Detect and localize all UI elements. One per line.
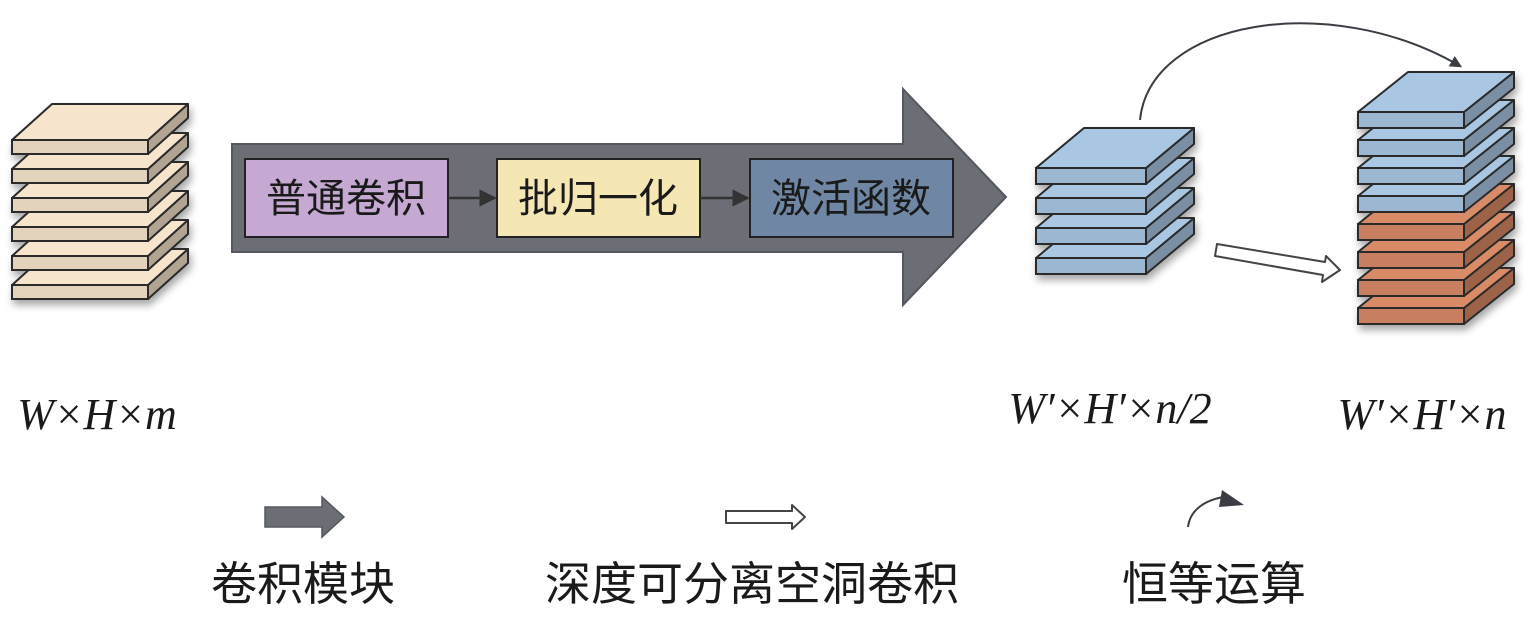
middle-dim-label: W′×H′×n/2 bbox=[1008, 384, 1211, 433]
legend-identity-arrowhead bbox=[1219, 490, 1244, 507]
output-dim-label: W′×H′×n bbox=[1337, 390, 1506, 439]
depthwise-hollow-arrow bbox=[1214, 243, 1341, 283]
output-layer-1 bbox=[1357, 71, 1515, 129]
step-box-batchnorm bbox=[496, 158, 701, 238]
step-box-conv bbox=[244, 158, 449, 238]
step-label-activation: 激活函数 bbox=[771, 176, 931, 222]
input-feature-stack bbox=[11, 103, 189, 300]
legend-conv-block-label: 卷积模块 bbox=[211, 557, 395, 611]
input-layer-1 bbox=[11, 103, 189, 155]
intermediate-feature-stack bbox=[1035, 127, 1195, 275]
output-feature-stack bbox=[1357, 71, 1515, 325]
step-label-batchnorm: 批归一化 bbox=[518, 176, 678, 222]
step-label-conv: 普通卷积 bbox=[266, 176, 426, 222]
legend-depthwise-icon bbox=[725, 504, 806, 530]
middle-layer-1 bbox=[1035, 127, 1195, 185]
legend-depthwise-label: 深度可分离空洞卷积 bbox=[545, 557, 959, 611]
legend-conv-block-icon bbox=[264, 495, 346, 539]
legend-identity-label: 恒等运算 bbox=[1122, 557, 1306, 611]
identity-curve-arrow bbox=[1139, 22, 1463, 121]
step-box-activation bbox=[749, 158, 954, 238]
input-dim-label: W×H×m bbox=[17, 390, 177, 439]
legend-identity-icon bbox=[1187, 496, 1225, 528]
